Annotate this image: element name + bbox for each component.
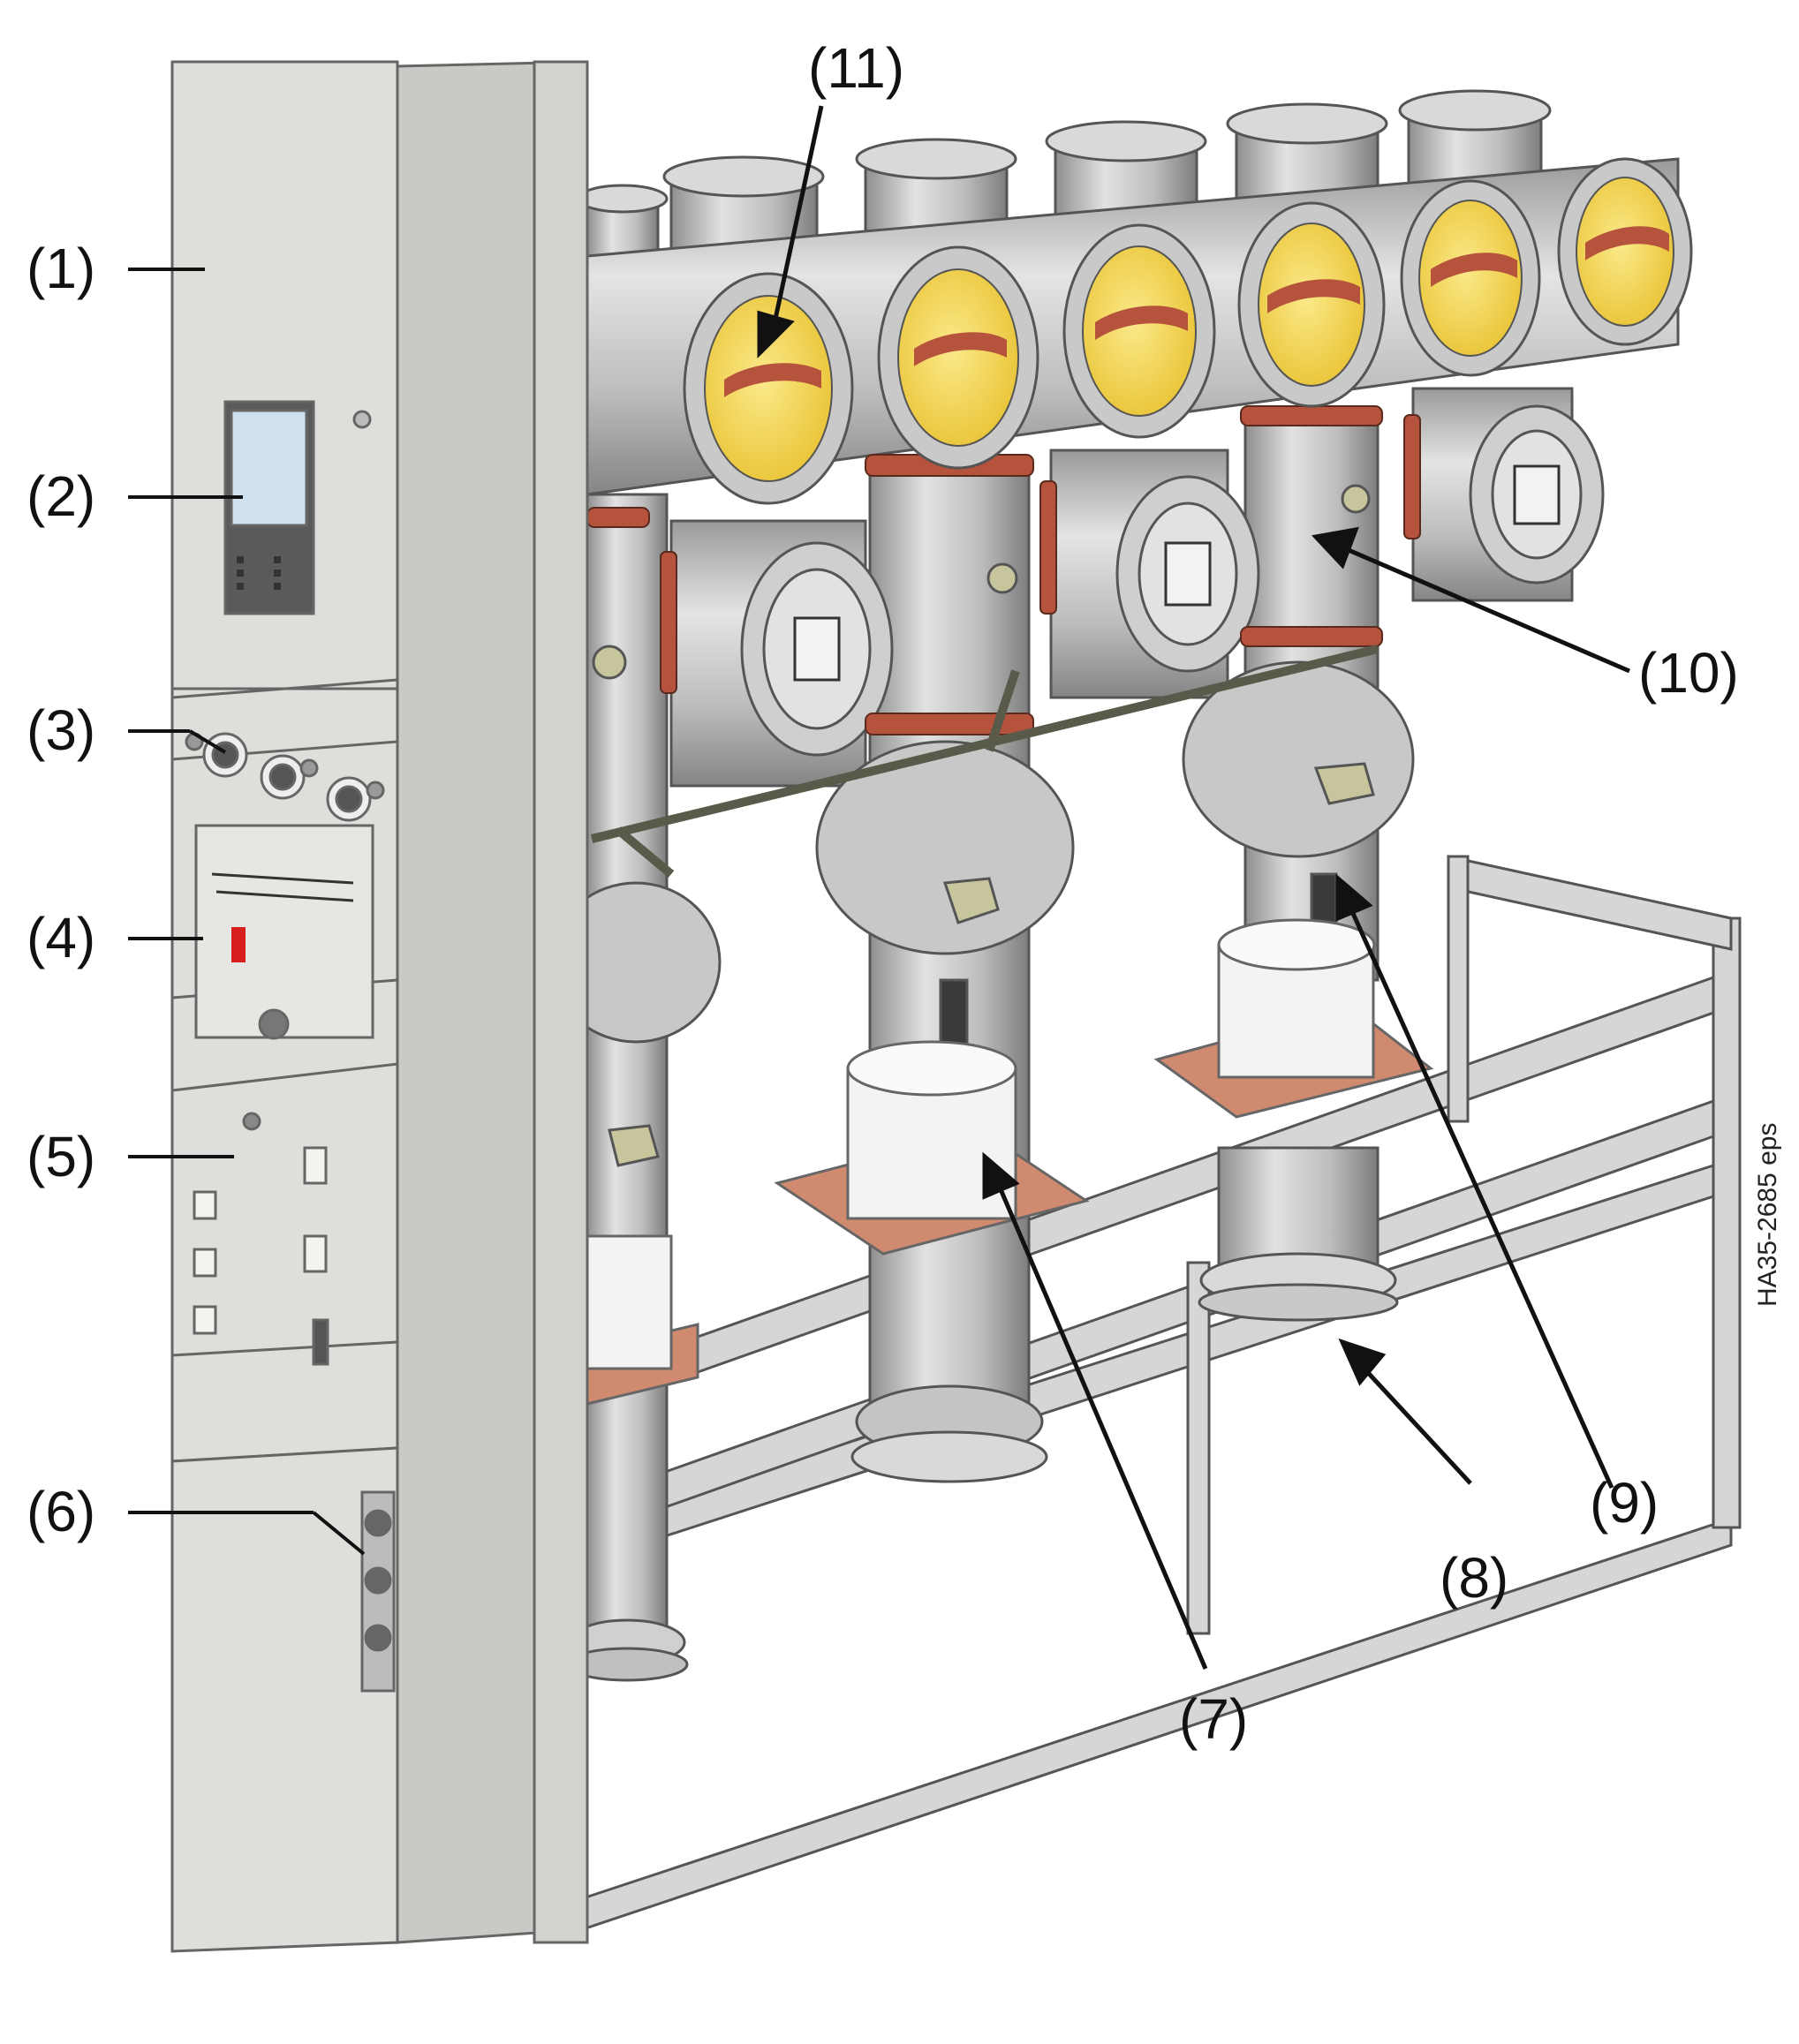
control-cabinet	[170, 60, 589, 1953]
callout-label-7: (7)	[1179, 1687, 1249, 1751]
breaker-housings	[550, 387, 1605, 1044]
callout-label-1: (1)	[26, 237, 96, 300]
callout-label-4: (4)	[26, 906, 96, 969]
callout-label-3: (3)	[26, 698, 96, 762]
callout-label-2: (2)	[26, 464, 96, 528]
callout-label-9: (9)	[1590, 1471, 1659, 1535]
flange-rings	[586, 405, 1421, 735]
callout-label-5: (5)	[26, 1125, 96, 1188]
callout-label-6: (6)	[26, 1480, 96, 1543]
leader-lines-left	[128, 268, 366, 1556]
busbar-windows	[683, 157, 1693, 505]
base-frame	[581, 855, 1742, 1932]
callout-label-8: (8)	[1440, 1546, 1509, 1610]
support-insulators	[586, 918, 1434, 1406]
callout-label-10: (10)	[1638, 641, 1739, 705]
figure-code: HA35-2685 eps	[1753, 1122, 1782, 1307]
operating-linkage	[590, 645, 1379, 878]
callout-label-11: (11)	[808, 36, 905, 100]
leader-arrows-right	[757, 105, 1630, 1670]
